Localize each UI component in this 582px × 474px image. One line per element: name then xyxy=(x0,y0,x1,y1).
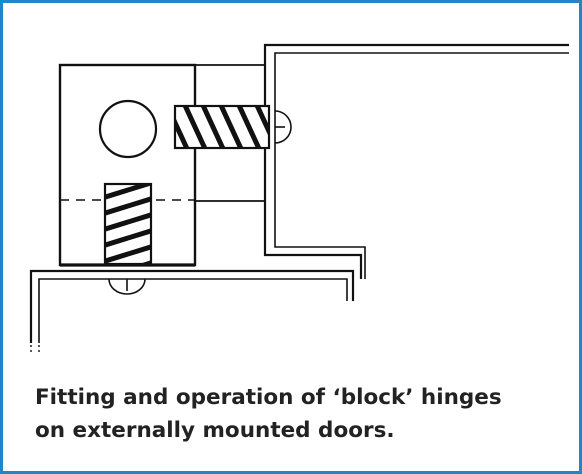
hinge-diagram xyxy=(29,43,569,353)
figure-caption: Fitting and operation of ‘block’ hinges … xyxy=(35,381,575,447)
caption-line-2: on externally mounted doors. xyxy=(35,418,395,443)
hinge-pivot-icon xyxy=(98,99,158,159)
carcass-screw-head-icon xyxy=(108,278,146,295)
door-screw-head-icon xyxy=(274,110,292,144)
caption-line-1: Fitting and operation of ‘block’ hinges xyxy=(35,385,502,410)
door-panel xyxy=(263,43,569,279)
door-screw-icon xyxy=(173,104,271,150)
hinge-block xyxy=(58,63,265,267)
carcass-screw-icon xyxy=(103,182,153,266)
cabinet-carcass xyxy=(29,269,355,353)
